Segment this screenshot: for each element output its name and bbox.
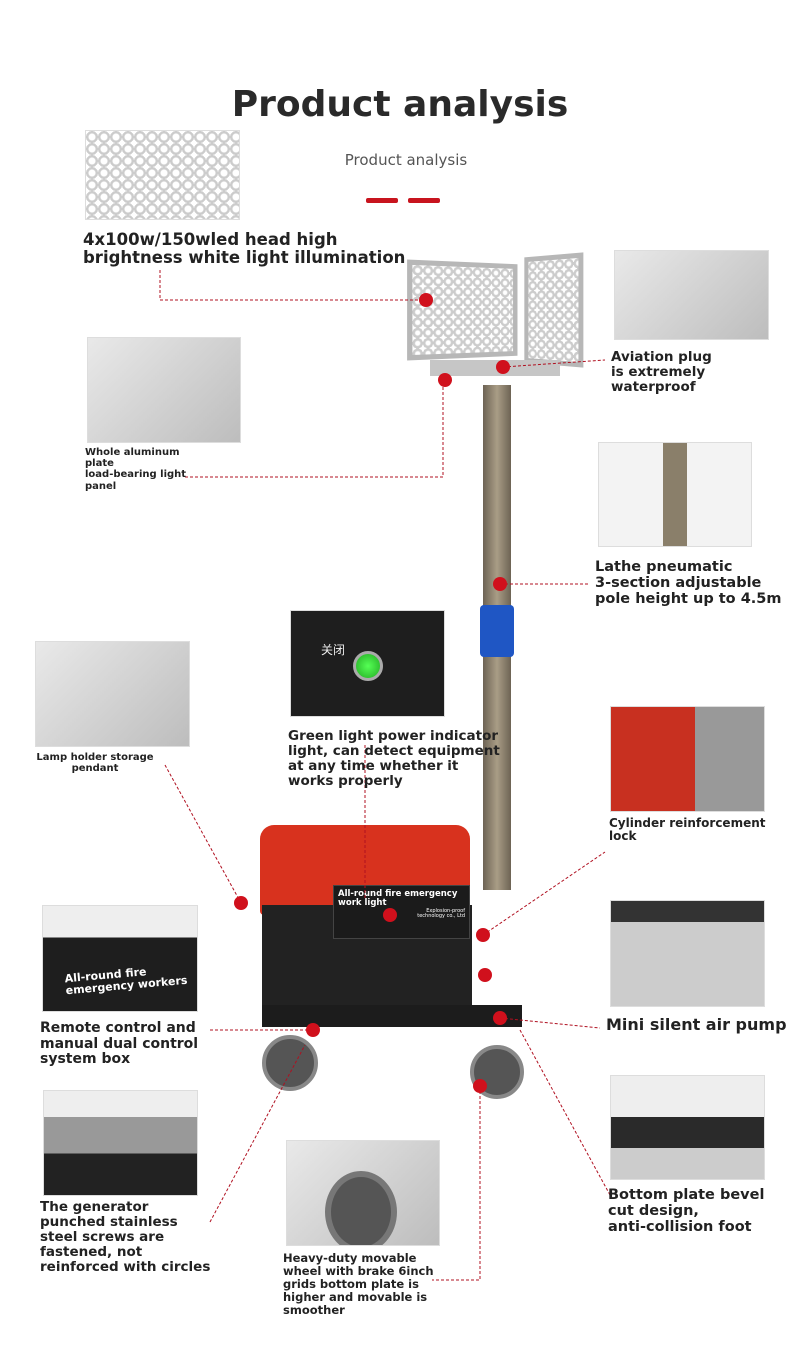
bottom-plate-photo	[610, 1075, 765, 1180]
aviation-plug-photo	[614, 250, 769, 340]
callout-dot	[438, 373, 452, 387]
page-subtitle: Product analysis	[344, 151, 468, 169]
wheel-photo	[286, 1140, 440, 1246]
lamp-holder-photo	[35, 641, 190, 747]
callout-dot	[419, 293, 433, 307]
nameplate-company: technology co., Ltd	[417, 913, 465, 920]
callout-dot	[473, 1079, 487, 1093]
switch-text: 关闭	[321, 643, 346, 657]
nameplate-title: work light	[338, 898, 387, 909]
nameplate-title: All-round fire emergency	[338, 889, 458, 899]
green-indicator-icon	[353, 651, 383, 681]
bottom-plate	[262, 1005, 522, 1027]
nameplate-company: Explosion-proof	[426, 907, 465, 914]
callout-dot	[496, 360, 510, 374]
divider-bar	[366, 198, 398, 203]
product-nameplate: All-round fire emergency work light Expl…	[333, 885, 470, 939]
callout-dot	[234, 896, 248, 910]
caster-wheel	[262, 1035, 318, 1091]
callout-dot	[493, 577, 507, 591]
air-pump-photo	[610, 900, 765, 1007]
screws-photo	[43, 1090, 198, 1196]
lamp-mount-plate	[430, 360, 560, 376]
callout-dot	[478, 968, 492, 982]
callout-dot	[383, 908, 397, 922]
pole-photo	[598, 442, 752, 547]
callout-dot	[476, 928, 490, 942]
cylinder-lock-photo	[610, 706, 765, 812]
page-title: Product analysis	[231, 84, 569, 125]
wheel-icon	[325, 1171, 397, 1245]
indicator-photo: 关闭	[290, 610, 445, 717]
callout-dot	[493, 1011, 507, 1025]
air-pump-label: Mini silent air pump	[606, 1015, 787, 1034]
control-box-photo: All-round fire emergency workers	[42, 905, 198, 1012]
callout-dot	[306, 1023, 320, 1037]
divider-bar	[408, 198, 440, 203]
aluminum-plate-photo	[87, 337, 241, 443]
led-panel-photo	[85, 130, 240, 220]
pole-blue-band	[480, 605, 514, 657]
